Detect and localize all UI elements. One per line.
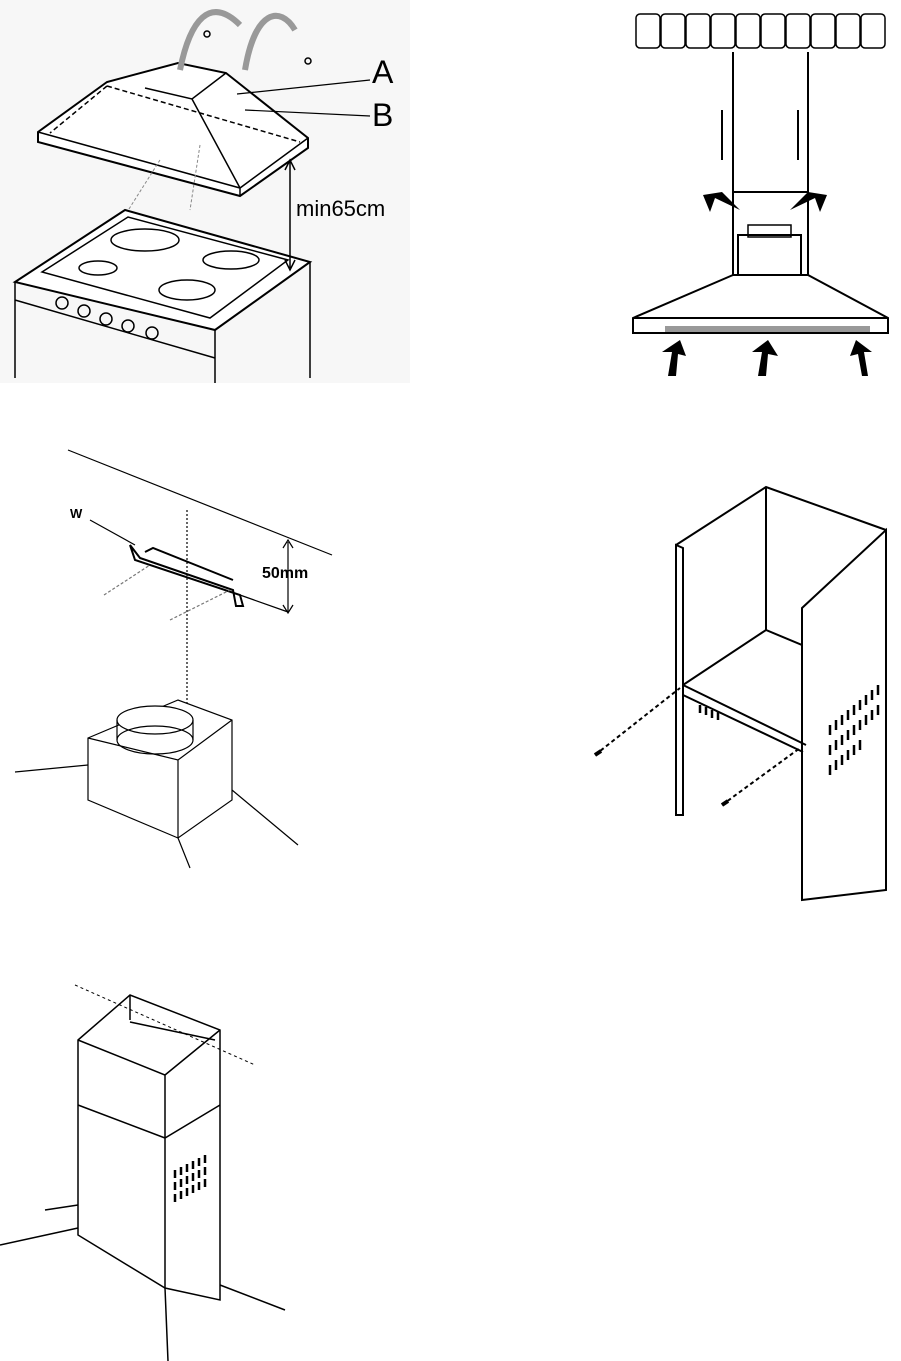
- chimney-installed-figure: [0, 984, 286, 1361]
- label-b: B: [372, 97, 394, 133]
- clearance-label: min65cm: [296, 196, 386, 221]
- chimney-frame-figure: [593, 485, 887, 902]
- label-w: W: [70, 506, 83, 521]
- hood-over-cooker-figure: [0, 0, 410, 383]
- airflow-figure: [632, 13, 889, 376]
- distance-label: 50mm: [262, 565, 309, 582]
- label-a: A: [372, 54, 394, 90]
- bracket-figure: [14, 449, 333, 869]
